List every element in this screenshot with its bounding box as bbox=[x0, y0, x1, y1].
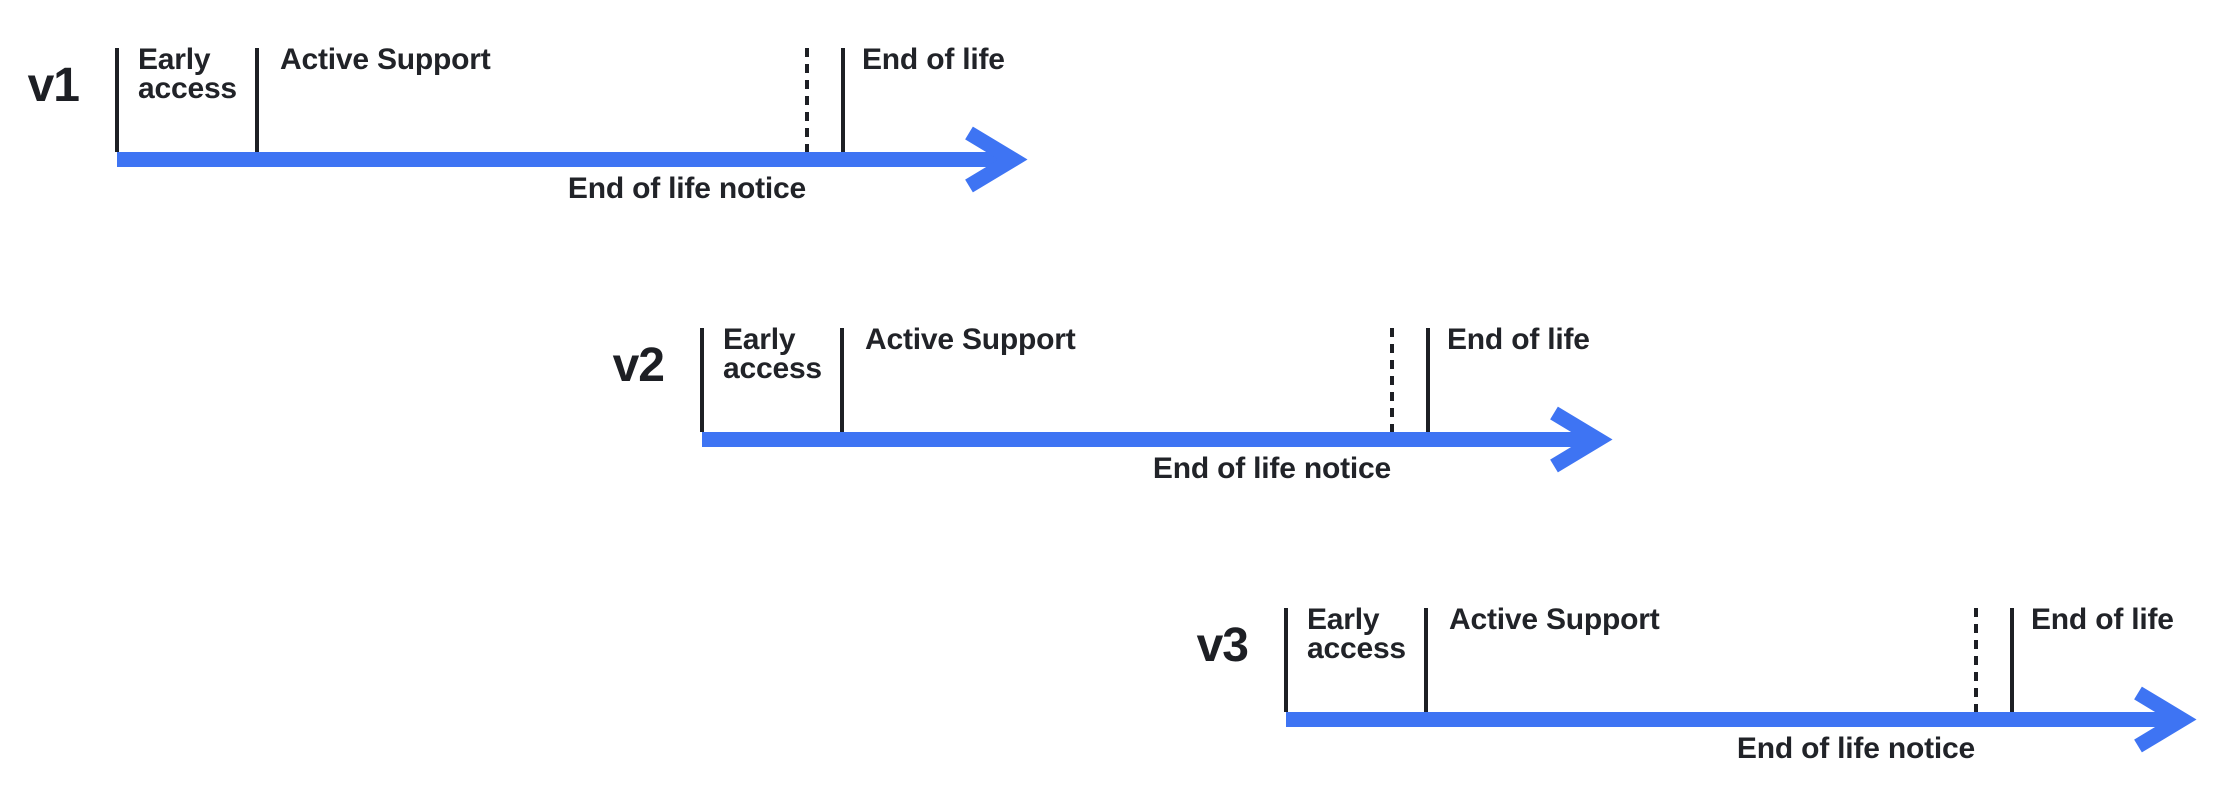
end-of-life-notice-label: End of life notice bbox=[567, 172, 806, 205]
phase-label-active-support: Active Support bbox=[865, 323, 1076, 356]
timeline-row-v1: v1 Early access Active Support End of li… bbox=[28, 43, 1077, 268]
version-label: v3 bbox=[1196, 619, 1249, 672]
version-label: v1 bbox=[27, 59, 80, 112]
phase-label-early-access: Early access bbox=[138, 43, 237, 105]
end-of-life-notice-label: End of life notice bbox=[1736, 732, 1975, 765]
version-label: v2 bbox=[612, 339, 665, 392]
timeline-arrow-graphic bbox=[700, 328, 1613, 473]
timeline-arrow-graphic bbox=[1284, 608, 2197, 753]
arrowhead-icon bbox=[1550, 406, 1613, 473]
phase-label-active-support: Active Support bbox=[280, 43, 491, 76]
phase-label-early-access: Early access bbox=[723, 323, 822, 385]
phase-label-early-access: Early access bbox=[1307, 603, 1406, 665]
phase-label-end-of-life: End of life bbox=[862, 43, 1005, 76]
timeline-row-v3: v3 Early access Active Support End of li… bbox=[1197, 603, 2228, 812]
end-of-life-notice-label: End of life notice bbox=[1152, 452, 1391, 485]
phase-label-active-support: Active Support bbox=[1449, 603, 1660, 636]
phase-label-end-of-life: End of life bbox=[2031, 603, 2174, 636]
timeline-row-v2: v2 Early access Active Support End of li… bbox=[613, 323, 1662, 548]
arrowhead-icon bbox=[2134, 686, 2197, 753]
arrowhead-icon bbox=[965, 126, 1028, 193]
timeline-arrow-graphic bbox=[115, 48, 1028, 193]
phase-label-end-of-life: End of life bbox=[1447, 323, 1590, 356]
